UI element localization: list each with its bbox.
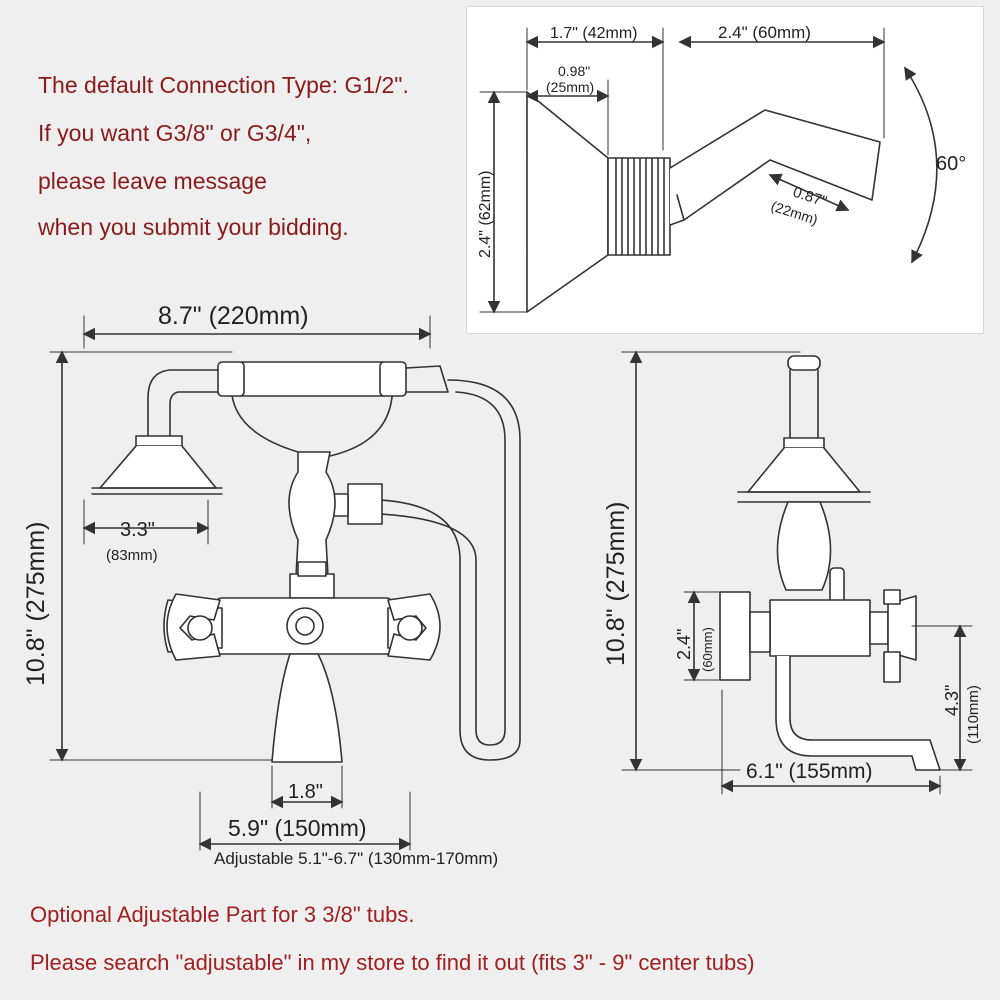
dim-spout-drop-mm: (110mm): [965, 685, 982, 744]
note-leave-message: please leave message: [38, 168, 267, 194]
holder-drawing: [526, 91, 881, 313]
dim-flange-depth-mm: (25mm): [546, 79, 594, 95]
note-connection-type: The default Connection Type: G1/2".: [38, 72, 409, 98]
note-search-adjustable: Please search "adjustable" in my store t…: [30, 950, 755, 975]
dim-spout-reach: 6.1" (155mm): [746, 760, 873, 783]
dim-flange-depth: 0.98": [558, 63, 590, 79]
dim-flange-size-mm: (60mm): [700, 627, 715, 672]
dim-head-diameter-mm: (83mm): [106, 547, 158, 564]
faucet-front-drawing: [91, 361, 521, 763]
dim-head-diameter: 3.3": [120, 519, 155, 541]
dim-adjustable-range: Adjustable 5.1"-6.7" (130mm-170mm): [214, 849, 498, 868]
dim-front-height: 10.8" (275mm): [22, 522, 50, 687]
dim-side-height: 10.8" (275mm): [602, 502, 630, 667]
dim-flange-height: 2.4" (62mm): [477, 171, 494, 258]
dim-overall-width: 8.7" (220mm): [158, 302, 309, 330]
dim-collar-length: 1.7" (42mm): [550, 25, 637, 42]
dim-center-distance: 5.9" (150mm): [228, 815, 367, 841]
note-submit-bidding: when you submit your bidding.: [38, 214, 349, 240]
dim-arm-angle: 60°: [936, 153, 966, 175]
dim-spout-drop: 4.3": [942, 685, 962, 716]
dim-spout-width: 1.8": [288, 781, 323, 803]
dim-arm-length: 2.4" (60mm): [718, 23, 811, 42]
note-optional-part: Optional Adjustable Part for 3 3/8" tubs…: [30, 902, 415, 927]
faucet-side-drawing: [719, 355, 941, 771]
dim-flange-size: 2.4": [674, 629, 694, 660]
note-alt-sizes: If you want G3/8" or G3/4",: [38, 120, 312, 146]
